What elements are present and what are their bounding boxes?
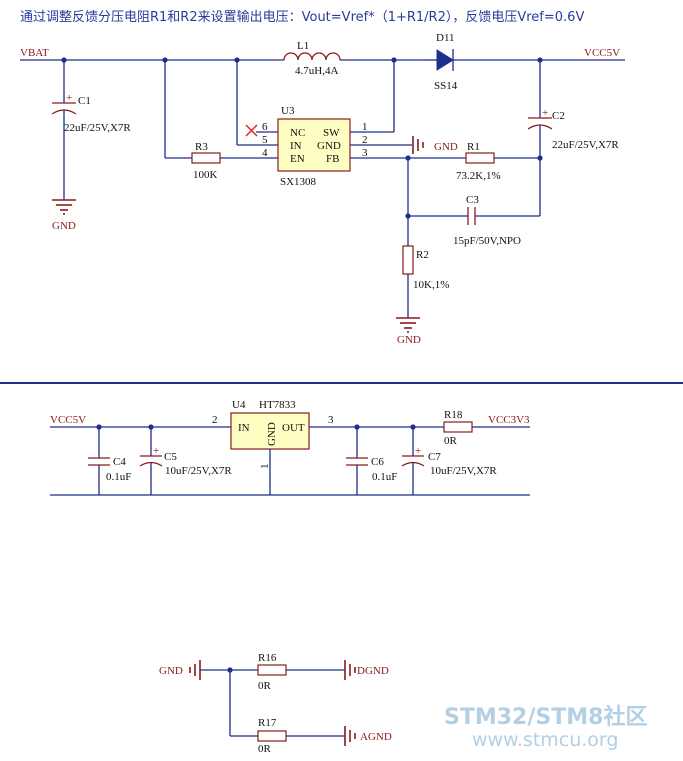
r16-value: 0R — [258, 680, 272, 692]
d11-value: SS14 — [434, 80, 458, 92]
svg-text:SW: SW — [323, 127, 340, 139]
svg-text:+: + — [153, 445, 159, 457]
capacitor-c6: C6 0.1uF — [346, 427, 397, 495]
c7-ref: C7 — [428, 451, 441, 463]
net-label-vbat: VBAT — [20, 47, 49, 59]
ground-symbol-agnd: AGND — [344, 726, 392, 746]
watermark-url: www.stmcu.org — [472, 729, 618, 751]
c5-ref: C5 — [164, 451, 177, 463]
resistor-r2: R2 10K,1% — [402, 245, 449, 291]
u3-name: SX1308 — [280, 176, 317, 188]
c6-ref: C6 — [371, 456, 384, 468]
resistor-r3: R3 100K — [191, 141, 221, 181]
svg-text:6: 6 — [262, 121, 268, 133]
svg-text:IN: IN — [238, 422, 250, 434]
svg-text:GND: GND — [397, 334, 421, 346]
r18-value: 0R — [444, 435, 458, 447]
inductor-l1: L1 4.7uH,4A — [283, 40, 341, 77]
c2-ref: C2 — [552, 110, 565, 122]
boost-converter-section: VBAT L1 4.7uH,4A D11 SS14 VCC5V — [20, 32, 625, 346]
c7-value: 10uF/25V,X7R — [430, 465, 497, 477]
svg-text:GND: GND — [52, 220, 76, 232]
net-label-gnd: GND — [159, 665, 183, 677]
r18-ref: R18 — [444, 409, 463, 421]
svg-text:+: + — [542, 107, 548, 119]
resistor-r16: R16 0R — [257, 652, 287, 692]
c3-value: 15pF/50V,NPO — [453, 235, 521, 247]
svg-text:GND: GND — [434, 141, 458, 153]
c3-ref: C3 — [466, 194, 479, 206]
c1-ref: C1 — [78, 95, 91, 107]
svg-text:STM32/STM8社区: STM32/STM8社区 — [444, 704, 647, 730]
net-label-vcc5v-ldo: VCC5V — [50, 414, 86, 426]
c2-value: 22uF/25V,X7R — [552, 139, 619, 151]
svg-text:3: 3 — [328, 414, 334, 426]
ground-symbol-dgnd: DGND — [344, 660, 389, 680]
capacitor-c7: + C7 10uF/25V,X7R — [401, 427, 497, 495]
r2-ref: R2 — [416, 249, 429, 261]
r1-ref: R1 — [467, 141, 480, 153]
r1-value: 73.2K,1% — [456, 170, 501, 182]
svg-text:2: 2 — [212, 414, 218, 426]
r3-value: 100K — [193, 169, 218, 181]
svg-text:IN: IN — [290, 140, 302, 152]
ground-split-section: GND R16 0R DGND R17 0R — [159, 652, 392, 755]
svg-text:OUT: OUT — [282, 422, 305, 434]
u3-ref: U3 — [281, 105, 295, 117]
l1-value: 4.7uH,4A — [295, 65, 338, 77]
svg-text:1: 1 — [259, 464, 271, 470]
design-note: 通过调整反馈分压电阻R1和R2来设置输出电压：Vout=Vref*（1+R1/R… — [20, 9, 584, 25]
svg-text:3: 3 — [362, 147, 368, 159]
capacitor-c2: + C2 22uF/25V,X7R — [527, 60, 619, 216]
ground-symbol-c1: GND — [52, 199, 76, 232]
watermark: STM32/STM8社区 www.stmcu.org — [444, 704, 647, 751]
net-label-vcc5v-boost: VCC5V — [584, 47, 620, 59]
r3-ref: R3 — [195, 141, 208, 153]
net-label-vcc3v3: VCC3V3 — [488, 414, 530, 426]
resistor-r1: R1 73.2K,1% — [456, 141, 501, 182]
svg-text:FB: FB — [326, 153, 339, 165]
r2-value: 10K,1% — [413, 279, 449, 291]
c4-ref: C4 — [113, 456, 126, 468]
r16-ref: R16 — [258, 652, 277, 664]
capacitor-c1: + C1 22uF/25V,X7R — [51, 60, 131, 200]
resistor-r18: R18 0R — [443, 409, 473, 447]
svg-text:1: 1 — [362, 121, 368, 133]
ground-symbol-gnd — [189, 660, 201, 680]
svg-text:NC: NC — [290, 127, 305, 139]
ic-u4-ht7833: U4 HT7833 IN OUT GND 3 1 — [230, 399, 334, 470]
net-label-dgnd: DGND — [357, 665, 389, 677]
svg-text:5: 5 — [262, 134, 268, 146]
r17-ref: R17 — [258, 717, 277, 729]
c5-value: 10uF/25V,X7R — [165, 465, 232, 477]
net-label-agnd: AGND — [360, 731, 392, 743]
u4-name: HT7833 — [259, 399, 296, 411]
svg-text:+: + — [66, 92, 72, 104]
capacitor-c5: + C5 10uF/25V,X7R — [139, 427, 232, 495]
svg-text:EN: EN — [290, 153, 305, 165]
capacitor-c3: C3 15pF/50V,NPO — [453, 194, 521, 247]
diode-d11: D11 SS14 — [424, 32, 458, 92]
c1-value: 22uF/25V,X7R — [64, 122, 131, 134]
svg-text:+: + — [415, 445, 421, 457]
svg-text:4: 4 — [262, 147, 268, 159]
u4-ref: U4 — [232, 399, 246, 411]
c4-value: 0.1uF — [106, 471, 131, 483]
svg-text:GND: GND — [266, 422, 278, 446]
ic-u3-sx1308: U3 SX1308 NC IN EN SW GND FB 6 5 4 1 2 3 — [262, 105, 368, 188]
svg-text:2: 2 — [362, 134, 368, 146]
r17-value: 0R — [258, 743, 272, 755]
resistor-r17: R17 0R — [257, 717, 287, 755]
svg-text:GND: GND — [317, 140, 341, 152]
ground-symbol-r2: GND — [396, 317, 421, 346]
ldo-section: VCC5V 2 U4 HT7833 IN OUT GND 3 1 R18 0R … — [50, 399, 530, 496]
c6-value: 0.1uF — [372, 471, 397, 483]
capacitor-c4: C4 0.1uF — [88, 427, 131, 495]
ground-symbol-u3: GND — [412, 136, 458, 154]
d11-ref: D11 — [436, 32, 455, 44]
l1-ref: L1 — [297, 40, 309, 52]
